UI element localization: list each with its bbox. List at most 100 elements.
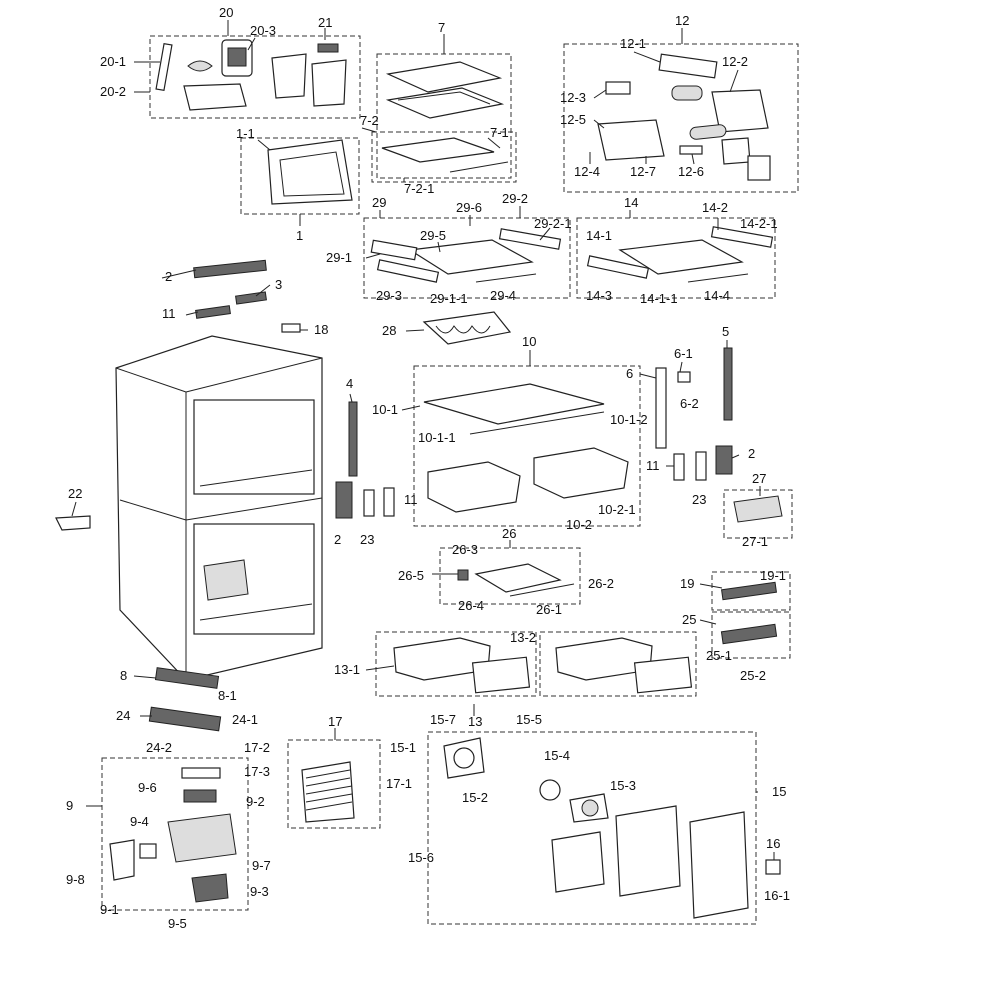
callout: 17: [328, 714, 342, 729]
callout: 13-1: [334, 662, 360, 677]
callout: 10-1-2: [610, 412, 648, 427]
callout: 17-2: [244, 740, 270, 755]
callout: 25: [682, 612, 696, 627]
callout: 25-2: [740, 668, 766, 683]
callout: 8-1: [218, 688, 237, 703]
callout: 26-4: [458, 598, 484, 613]
callout: 15: [772, 784, 786, 799]
callout: 10: [522, 334, 536, 349]
callout: 15-3: [610, 778, 636, 793]
group-box-20: [149, 35, 361, 119]
group-box-29: [363, 217, 571, 299]
part-29-shelf: [370, 228, 562, 283]
group-box-26: [439, 547, 581, 605]
callout: 9-3: [250, 884, 269, 899]
callout: 9-4: [130, 814, 149, 829]
group-box-14: [576, 217, 776, 299]
group-box-19: [711, 571, 791, 611]
group-box-12: [563, 43, 799, 193]
part-top-hinges: [193, 259, 301, 333]
group-box-7-2: [371, 131, 517, 183]
callout: 12-7: [630, 164, 656, 179]
leader-lines: [71, 20, 775, 860]
callout: 9-7: [252, 858, 271, 873]
callout: 14-1: [586, 228, 612, 243]
callout: 26-2: [588, 576, 614, 591]
callout: 11: [162, 306, 176, 321]
callout: 8: [120, 668, 127, 683]
callout: 13: [468, 714, 482, 729]
group-box-25: [711, 611, 791, 659]
callout: 24: [116, 708, 130, 723]
part-8-24-covers: [148, 667, 222, 732]
callout: 15-6: [408, 850, 434, 865]
callout: 15-4: [544, 748, 570, 763]
callout: 9-2: [246, 794, 265, 809]
callout: 12-5: [560, 112, 586, 127]
group-box-15: [427, 731, 757, 925]
callout: 9-8: [66, 872, 85, 887]
callout: 19: [680, 576, 694, 591]
part-7-shelf: [381, 61, 509, 173]
part-9-assembly: [109, 767, 237, 903]
callout: 29-5: [420, 228, 446, 243]
callout: 26-1: [536, 602, 562, 617]
callout: 6-1: [674, 346, 693, 361]
part-28-rack: [422, 311, 512, 345]
part-19-25-covers: [720, 581, 778, 645]
group-box-9: [101, 757, 249, 911]
callout: 29-1: [326, 250, 352, 265]
part-1-housing: [267, 139, 353, 205]
callout: 5: [722, 324, 729, 339]
callout: 14: [624, 195, 638, 210]
callout: 29-3: [376, 288, 402, 303]
callout: 27-1: [742, 534, 768, 549]
callout: 24-2: [146, 740, 172, 755]
callout: 9-1: [100, 902, 119, 917]
callout: 23: [692, 492, 706, 507]
group-box-13b: [539, 631, 697, 697]
callout: 10-2: [566, 517, 592, 532]
callout: 12-1: [620, 36, 646, 51]
callout: 2: [165, 269, 172, 284]
callout: 15-5: [516, 712, 542, 727]
callout: 4: [346, 376, 353, 391]
callout: 14-3: [586, 288, 612, 303]
callout: 7: [438, 20, 445, 35]
callout: 19-1: [760, 568, 786, 583]
callout: 15-1: [390, 740, 416, 755]
callout: 9-6: [138, 780, 157, 795]
callout: 26-3: [452, 542, 478, 557]
callout: 7-2: [360, 113, 379, 128]
part-13-crispers: [393, 637, 693, 694]
callout: 26-5: [398, 568, 424, 583]
callout: 1: [296, 228, 303, 243]
callout: 10-2-1: [598, 502, 636, 517]
group-box-10: [413, 365, 641, 527]
callout: 12-3: [560, 90, 586, 105]
callout: 11: [646, 458, 660, 473]
callout: 20-1: [100, 54, 126, 69]
callout: 11: [404, 492, 418, 507]
callout: 12-6: [678, 164, 704, 179]
group-box-17: [287, 739, 381, 829]
callout: 14-2: [702, 200, 728, 215]
callout: 10-1-1: [418, 430, 456, 445]
callout: 26: [502, 526, 516, 541]
callout: 29: [372, 195, 386, 210]
part-right-brackets: [673, 445, 733, 481]
callout: 20: [219, 5, 233, 20]
callout: 17-1: [386, 776, 412, 791]
callout: 21: [318, 15, 332, 30]
callout: 9-5: [168, 916, 187, 931]
callout-labels: 20 20-1 20-2 20-3 21 7 7-1 7-2 7-2-1 12 …: [66, 5, 790, 931]
part-left-brackets: [55, 481, 395, 531]
callout: 23: [360, 532, 374, 547]
callout: 12-4: [574, 164, 600, 179]
callout: 29-1-1: [430, 291, 468, 306]
callout: 28: [382, 323, 396, 338]
part-15-fan-covers: [443, 737, 781, 919]
callout: 2: [748, 446, 755, 461]
callout: 17-3: [244, 764, 270, 779]
